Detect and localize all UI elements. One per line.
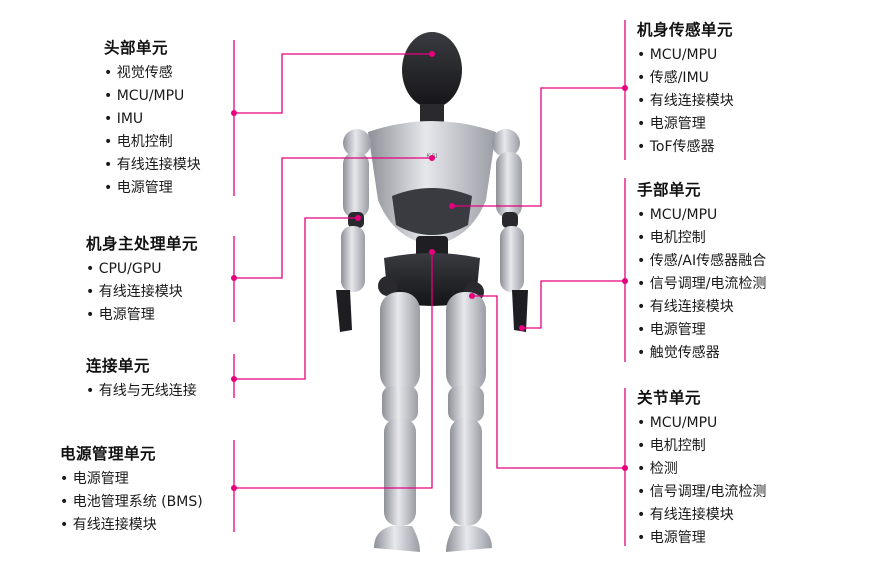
leader-head: [234, 53, 432, 114]
robot-right-foot: [446, 526, 492, 552]
robot-left-shoulder: [343, 129, 371, 157]
connector-lines: [233, 20, 626, 546]
head-unit-title: 头部单元: [104, 39, 169, 57]
joint-unit-title: 关节单元: [637, 389, 702, 407]
robot-left-hip: [378, 276, 398, 296]
main-processor-block: 机身主处理单元 CPU/GPU 有线连接模块 电源管理: [86, 232, 198, 327]
leader-body-sensing: [452, 87, 625, 207]
robot-left-forearm: [341, 226, 365, 292]
connectivity-list: 有线与无线连接: [86, 380, 197, 403]
robot-right-shin: [450, 418, 482, 526]
leader-hand: [522, 280, 625, 329]
list-item: 传感/AI传感器融合: [637, 250, 766, 273]
robot-left-foot: [374, 526, 420, 552]
list-item: 电源管理: [86, 304, 198, 327]
robot-right-knee: [448, 386, 484, 422]
power-unit-title: 电源管理单元: [60, 445, 157, 463]
list-item: 有线连接模块: [60, 514, 203, 537]
connectivity-block: 连接单元 有线与无线连接: [86, 354, 197, 403]
list-item: 电机控制: [637, 435, 766, 458]
robot-neck: [420, 104, 444, 122]
list-item: CPU/GPU: [86, 258, 198, 281]
list-item: 电源管理: [104, 177, 201, 200]
body-sensing-title: 机身传感单元: [637, 21, 734, 39]
list-item: ToF传感器: [637, 136, 734, 159]
robot-head: [402, 32, 462, 108]
joint-unit-list: MCU/MPU 电机控制 检测 信号调理/电流检测 有线连接模块 电源管理: [637, 412, 767, 550]
list-item: MCU/MPU: [637, 412, 766, 435]
hand-unit-block: 手部单元 MCU/MPU 电机控制 传感/AI传感器融合 信号调理/电流检测 有…: [637, 178, 766, 365]
robot-right-hand: [512, 290, 528, 332]
list-item: 检测: [637, 458, 766, 481]
list-item: 电机控制: [104, 131, 201, 154]
list-item: IMU: [104, 108, 201, 131]
robot-left-knee: [382, 386, 418, 422]
list-item: 信号调理/电流检测: [637, 481, 767, 504]
robot-right-elbow: [502, 212, 518, 228]
robot-left-upper-arm: [343, 152, 369, 218]
power-unit-block: 电源管理单元 电源管理 电池管理系统 (BMS) 有线连接模块: [60, 442, 203, 537]
robot-right-shoulder: [492, 129, 520, 157]
list-item: 有线连接模块: [637, 504, 766, 527]
robot-illustration: KAI: [336, 32, 528, 552]
list-item: 触觉传感器: [637, 342, 766, 365]
list-item: 电池管理系统 (BMS): [60, 491, 203, 514]
leader-main-processor: [234, 157, 432, 279]
hand-unit-list: MCU/MPU 电机控制 传感/AI传感器融合 信号调理/电流检测 有线连接模块…: [637, 204, 767, 365]
leader-connectivity: [234, 217, 358, 380]
body-sensing-list: MCU/MPU 传感/IMU 有线连接模块 电源管理 ToF传感器: [637, 44, 734, 159]
list-item: MCU/MPU: [104, 85, 201, 108]
robot-left-thigh: [380, 292, 420, 392]
joint-unit-block: 关节单元 MCU/MPU 电机控制 检测 信号调理/电流检测 有线连接模块 电源…: [637, 386, 766, 550]
hand-unit-title: 手部单元: [637, 181, 702, 199]
list-item: 电源管理: [637, 319, 766, 342]
robot-left-shin: [384, 418, 416, 526]
list-item: 有线连接模块: [637, 296, 766, 319]
leader-joint: [472, 295, 625, 469]
head-unit-list: 视觉传感 MCU/MPU IMU 电机控制 有线连接模块 电源管理: [104, 62, 201, 200]
list-item: 电源管理: [637, 113, 734, 136]
robot-chest-panel: [392, 188, 472, 235]
list-item: 电机控制: [637, 227, 766, 250]
list-item: 传感/IMU: [637, 67, 734, 90]
main-processor-list: CPU/GPU 有线连接模块 电源管理: [86, 258, 198, 327]
list-item: 信号调理/电流检测: [637, 273, 767, 296]
leader-power: [234, 252, 433, 489]
body-sensing-block: 机身传感单元 MCU/MPU 传感/IMU 有线连接模块 电源管理 ToF传感器: [637, 18, 734, 159]
connectivity-title: 连接单元: [86, 357, 151, 375]
robot-right-upper-arm: [496, 152, 522, 218]
robot-right-thigh: [446, 292, 486, 392]
list-item: 有线与无线连接: [86, 380, 197, 403]
list-item: 视觉传感: [104, 62, 201, 85]
list-item: 有线连接模块: [86, 281, 198, 304]
list-item: 电源管理: [637, 527, 766, 550]
connector-dots: [231, 51, 628, 491]
list-item: 有线连接模块: [104, 154, 201, 177]
power-unit-list: 电源管理 电池管理系统 (BMS) 有线连接模块: [60, 468, 203, 537]
main-processor-title: 机身主处理单元: [86, 235, 199, 253]
head-unit-block: 头部单元 视觉传感 MCU/MPU IMU 电机控制 有线连接模块 电源管理: [104, 36, 201, 200]
list-item: 有线连接模块: [637, 90, 734, 113]
robot-right-forearm: [500, 226, 524, 292]
list-item: 电源管理: [60, 468, 203, 491]
list-item: MCU/MPU: [637, 44, 734, 67]
robot-left-hand: [336, 290, 352, 332]
list-item: MCU/MPU: [637, 204, 766, 227]
